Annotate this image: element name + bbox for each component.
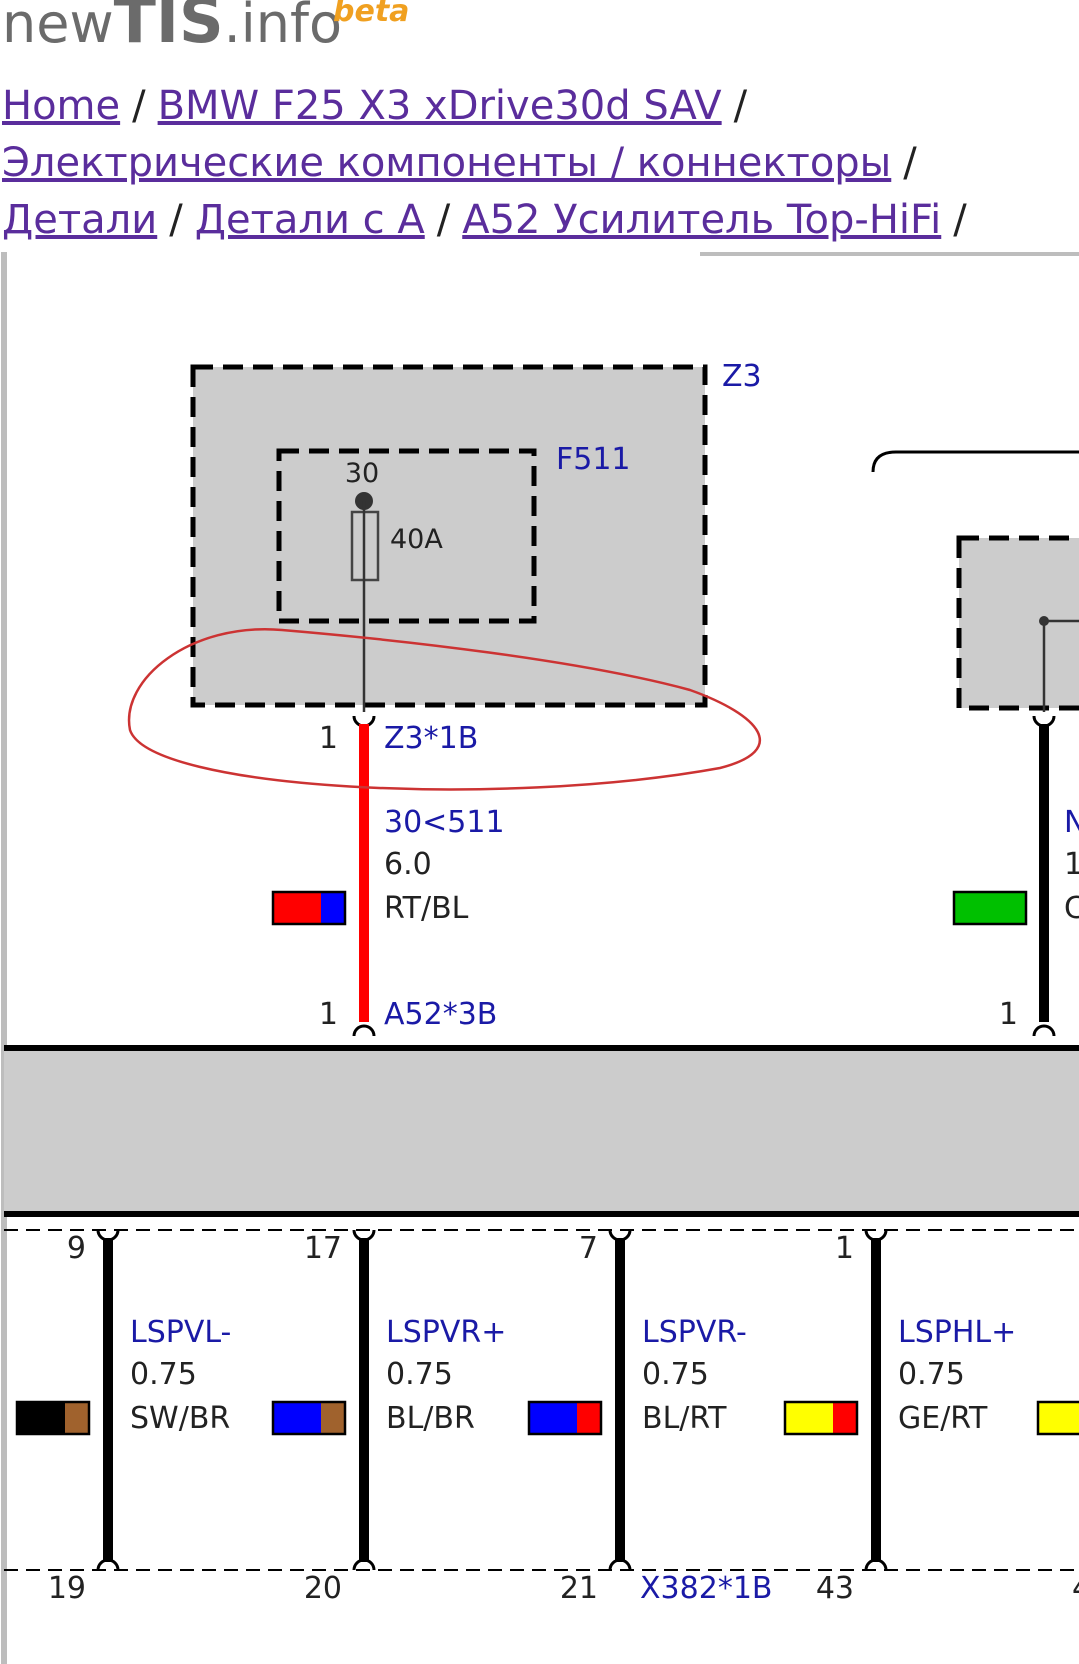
wire-cross-section: 0.75 [386, 1357, 453, 1392]
fuse-rating: 40A [390, 524, 443, 555]
wire-swatch-primary [17, 1402, 65, 1434]
x382-connector-label[interactable]: X382*1B [640, 1571, 772, 1606]
logo-info: .info [223, 0, 343, 55]
wire-signal-label[interactable]: LSPVR+ [386, 1315, 506, 1350]
wire-signal-label[interactable]: LSPVR- [642, 1315, 747, 1350]
edge-partial-swatch [1036, 1400, 1079, 1436]
wire-bottom-pin: 43 [816, 1571, 854, 1606]
wire-top-pin: 17 [304, 1231, 342, 1266]
wire-swatch-secondary [321, 892, 345, 924]
wire-swatch-border [15, 1400, 91, 1436]
breadcrumb-separator: / [953, 197, 967, 243]
wire-color-code: GE/RT [898, 1401, 988, 1436]
logo-tis: TIS [113, 0, 224, 57]
site-logo[interactable]: newTIS.info [2, 0, 342, 59]
beta-badge: beta [333, 0, 410, 29]
breadcrumb: Home/BMW F25 X3 xDrive30d SAV/Электричес… [2, 78, 1077, 249]
a52-pin-hook [352, 1024, 376, 1037]
z3-connector-label[interactable]: Z3*1B [384, 721, 478, 756]
wire-swatch-border [783, 1400, 859, 1436]
wire-color-code: RT/BL [384, 891, 469, 926]
pin-hook-bottom [608, 1558, 632, 1571]
a52-pin-number: 1 [319, 997, 338, 1032]
wire-cross-section: 0.75 [130, 1357, 197, 1392]
a52-connector-label[interactable]: A52*3B [384, 997, 497, 1032]
z3-label[interactable]: Z3 [722, 359, 762, 394]
wire-color-code: BL/BR [386, 1401, 475, 1436]
breadcrumb-link-2[interactable]: Электрические компоненты / коннекторы [2, 140, 892, 186]
fuse-pin-label: 30 [345, 458, 379, 489]
wire-signal-label[interactable]: LSPHL+ [898, 1315, 1016, 1350]
wire-swatch-primary [273, 892, 321, 924]
right-partial-signal: N [1064, 805, 1079, 840]
wire-swatch-border [271, 890, 347, 926]
breadcrumb-separator: / [436, 197, 451, 243]
wire-top-pin: 7 [579, 1231, 598, 1266]
z3-component-box[interactable] [190, 364, 708, 708]
z3-pin-number: 1 [319, 721, 338, 756]
right-partial-component[interactable] [956, 535, 1079, 711]
wire-swatch-secondary [577, 1402, 601, 1434]
right-partial-pin-hook-bottom [1032, 1024, 1056, 1037]
right-partial-swatch [952, 890, 1028, 926]
wire-bottom-pin: 21 [560, 1571, 598, 1606]
wire-swatch-primary [529, 1402, 577, 1434]
wire-swatch-primary [785, 1402, 833, 1434]
wire-cross-section: 0.75 [898, 1357, 965, 1392]
wire-bottom-pin: 20 [304, 1571, 342, 1606]
breadcrumb-separator: / [733, 83, 748, 129]
breadcrumb-link-1[interactable]: BMW F25 X3 xDrive30d SAV [157, 83, 722, 129]
f511-fuse-box[interactable] [276, 448, 537, 624]
wire-top-pin: 1 [835, 1231, 854, 1266]
breadcrumb-link-5[interactable]: A52 Усилитель Top-HiFi [462, 197, 942, 243]
f511-label[interactable]: F511 [556, 442, 631, 477]
wire-swatch-secondary [321, 1402, 345, 1434]
wire-swatch-secondary [833, 1402, 857, 1434]
logo-new: new [2, 0, 114, 55]
breadcrumb-separator: / [132, 83, 146, 129]
pin-hook-bottom [864, 1558, 888, 1571]
wire-signal-label[interactable]: 30<511 [384, 805, 505, 840]
wire-swatch-border [527, 1400, 603, 1436]
wiring-diagram: Z3 F511 30 40A 1 Z3*1B 30<511 6.0 RT/BL … [1, 252, 1079, 1664]
breadcrumb-separator: / [169, 197, 183, 243]
right-partial-cross-section: 1 [1064, 847, 1079, 882]
wire-swatch-border [271, 1400, 347, 1436]
pin-hook-bottom [352, 1558, 376, 1571]
wire-swatch-secondary [65, 1402, 89, 1434]
breadcrumb-link-0[interactable]: Home [2, 83, 121, 129]
a52-amplifier-component[interactable] [4, 1048, 1079, 1214]
wire-color-code: SW/BR [130, 1401, 230, 1436]
hand-drawn-annotation [127, 628, 761, 791]
breadcrumb-link-4[interactable]: Детали с A [194, 197, 425, 243]
wire-top-pin: 9 [67, 1231, 86, 1266]
breadcrumb-separator: / [903, 140, 917, 186]
site-header: newTIS.info beta [0, 0, 1079, 70]
right-partial-pin-number: 1 [999, 997, 1018, 1032]
wire-cross-section: 0.75 [642, 1357, 709, 1392]
edge-partial-pin: 4 [1072, 1571, 1079, 1606]
right-partial-color-code: C [1064, 891, 1079, 926]
wire-signal-label[interactable]: LSPVL- [130, 1315, 231, 1350]
pin-hook-bottom [96, 1558, 120, 1571]
breadcrumb-link-3[interactable]: Детали [2, 197, 158, 243]
wire-bottom-pin: 19 [48, 1571, 86, 1606]
right-partial-bracket [871, 450, 1079, 473]
wire-cross-section: 6.0 [384, 847, 432, 882]
wire-swatch-primary [273, 1402, 321, 1434]
wire-color-code: BL/RT [642, 1401, 727, 1436]
